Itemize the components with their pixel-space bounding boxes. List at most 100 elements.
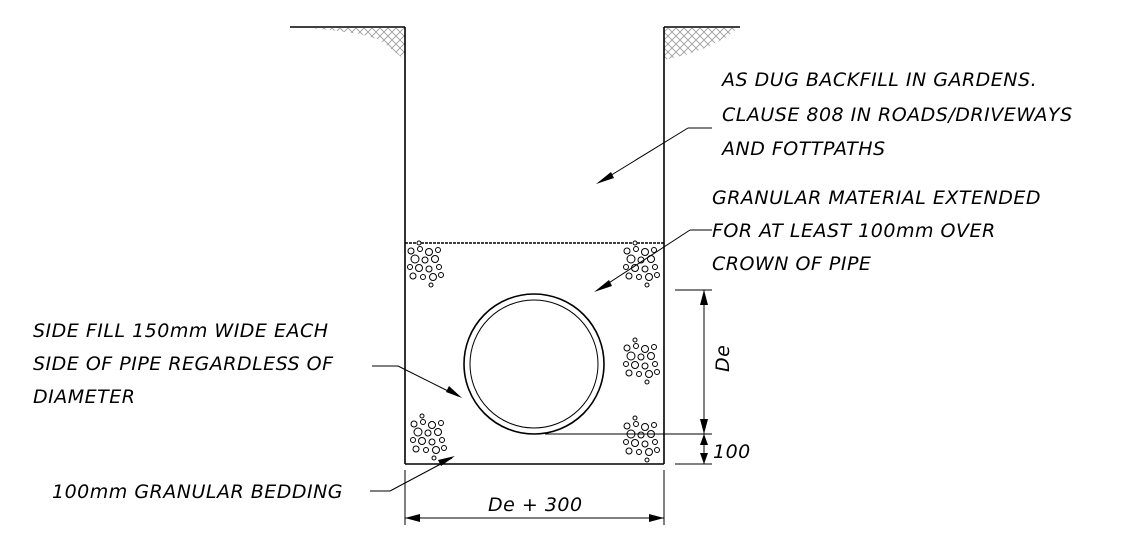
gravel-stone (429, 273, 437, 281)
leader-granular (594, 229, 712, 292)
gravel-stone (647, 352, 655, 360)
gravel-stone (623, 344, 631, 352)
gravel-stone (436, 264, 442, 270)
leader-bedding (370, 456, 455, 492)
gravel-stone (636, 274, 642, 280)
gravel-stone (644, 457, 650, 463)
gravel-cluster-top-right (623, 240, 660, 288)
dimension-width (404, 470, 665, 525)
gravel-stone (632, 240, 638, 246)
gravel-stone (410, 420, 418, 428)
gravel-stone (625, 272, 633, 280)
gravel-stone (407, 247, 415, 255)
label-granular: GRANULAR MATERIAL EXTENDED FOR AT LEAST … (712, 187, 1041, 275)
gravel-stone (407, 264, 413, 270)
gravel-stone (423, 447, 429, 453)
gravel-stone (431, 255, 439, 263)
label-sidefill-line1: SIDE FILL 150mm WIDE EACH (33, 320, 329, 342)
gravel-stone (424, 429, 432, 437)
gravel-stone (632, 415, 638, 421)
gravel-stone (651, 422, 657, 428)
gravel-stone (420, 274, 426, 280)
gravel-stone (654, 447, 660, 453)
trench-outline (404, 27, 665, 465)
gravel-stone (623, 422, 631, 430)
gravel-stone (420, 419, 426, 425)
gravel-stone (418, 437, 426, 445)
gravel-stone (644, 282, 650, 288)
gravel-stone (415, 264, 423, 272)
gravel-cluster-top-left (407, 240, 444, 288)
gravel-stone (641, 362, 649, 370)
dimension-vertical (545, 289, 712, 465)
gravel-stone (626, 254, 636, 264)
gravel-stone (416, 240, 422, 246)
gravel-stone (636, 449, 642, 455)
gravel-stone (428, 282, 434, 288)
gravel-stone (652, 361, 658, 367)
gravel-stone (438, 420, 444, 426)
gravel-stone (641, 423, 649, 431)
gravel-stone (417, 246, 423, 252)
gravel-stone (632, 337, 638, 343)
gravel-stone (623, 439, 629, 445)
gravel-stone (623, 361, 629, 367)
ground-surface (290, 26, 740, 60)
gravel-stone (425, 265, 433, 273)
gravel-stone (641, 248, 649, 256)
gravel-stone (435, 247, 441, 253)
gravel-stone (626, 351, 636, 361)
label-backfill: AS DUG BACKFILL IN GARDENS. CLAUSE 808 I… (720, 69, 1072, 160)
dimension-100-label: 100 (713, 441, 751, 463)
gravel-stone (645, 370, 653, 378)
ground-hatch-right (664, 28, 738, 60)
ground-hatch-left (310, 28, 405, 60)
dimension-de-label: De (712, 345, 734, 372)
gravel-stone (633, 343, 639, 349)
gravel-stone (431, 455, 437, 461)
gravel-stone (652, 264, 658, 270)
gravel-stone (412, 445, 420, 453)
gravel-stone (623, 264, 629, 270)
label-backfill-line3: AND FOTTPATHS (720, 138, 886, 160)
gravel-stone (641, 345, 649, 353)
label-sidefill-line3: DIAMETER (33, 386, 135, 408)
gravel-stone (428, 421, 436, 429)
gravel-cluster-mid-right (623, 337, 660, 385)
leader-backfill (596, 127, 712, 184)
gravel-stone (631, 361, 639, 369)
leader-sidefill (372, 365, 462, 398)
label-sidefill-line2: SIDE OF PIPE REGARDLESS OF (33, 353, 334, 375)
gravel-stone (637, 431, 645, 439)
label-granular-line1: GRANULAR MATERIAL EXTENDED (712, 187, 1041, 209)
gravel-stone (645, 448, 653, 456)
gravel-stone (438, 272, 444, 278)
gravel-stone (439, 437, 445, 443)
gravel-stone (625, 447, 633, 455)
gravel-stone (413, 427, 423, 437)
gravel-stone (633, 246, 639, 252)
gravel-cluster-bottom-left (410, 413, 447, 461)
gravel-stone (409, 272, 417, 280)
gravel-stone (419, 413, 425, 419)
gravel-stone (652, 439, 658, 445)
label-sidefill: SIDE FILL 150mm WIDE EACH SIDE OF PIPE R… (33, 320, 334, 408)
label-granular-line2: FOR AT LEAST 100mm OVER (712, 220, 996, 242)
gravel-stone (645, 273, 653, 281)
gravel-stone (654, 369, 660, 375)
dimension-width-label: De + 300 (488, 494, 583, 516)
gravel-stone (623, 247, 631, 255)
gravel-stone (651, 247, 657, 253)
gravel-stone (441, 445, 447, 451)
label-backfill-line1: AS DUG BACKFILL IN GARDENS. (720, 69, 1037, 91)
label-bedding: 100mm GRANULAR BEDDING (52, 481, 343, 503)
gravel-stone (428, 438, 436, 446)
gravel-stone (641, 440, 649, 448)
gravel-stone (410, 437, 416, 443)
pipe (463, 293, 605, 435)
gravel-stone (421, 256, 429, 264)
gravel-stone (425, 248, 433, 256)
gravel-cluster-bottom-right (623, 415, 660, 463)
